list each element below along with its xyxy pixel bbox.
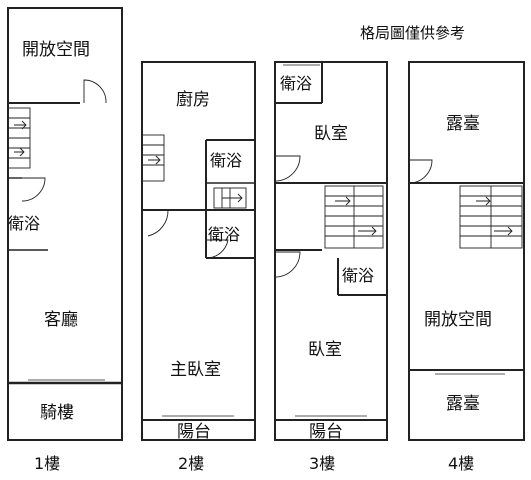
floor-2-plan (141, 61, 256, 441)
floor-2-outline (141, 61, 256, 441)
room-arcade-1f: 騎樓 (40, 403, 74, 423)
floor-2-stairs (141, 134, 247, 209)
room-bedroom-a-3f: 臥室 (314, 124, 348, 144)
room-bath-b-3f: 衛浴 (342, 266, 375, 285)
room-balcony-3f: 陽台 (309, 422, 343, 442)
room-terrace-b-4f: 露臺 (446, 394, 480, 414)
room-bath-a-2f: 衛浴 (210, 151, 243, 170)
floor-4-door-swing (408, 159, 433, 184)
room-bath-b-2f: 衛浴 (208, 225, 241, 244)
floor-3-door-swing-b (274, 251, 301, 278)
floor-label-4f: 4樓 (448, 454, 475, 473)
room-living-1f: 客廳 (44, 310, 78, 330)
floor-1-plan (7, 7, 123, 441)
room-terrace-a-4f: 露臺 (446, 114, 480, 134)
floor-1-door-swing-b (21, 177, 46, 202)
floor-label-1f: 1樓 (34, 454, 61, 473)
room-open-space-4f: 開放空間 (424, 310, 492, 330)
floor-4-stairs (459, 185, 523, 249)
room-balcony-2f: 陽台 (177, 422, 211, 442)
room-bath-1f: 衛浴 (8, 214, 41, 233)
floor-3-door-swing-a (274, 155, 301, 182)
room-kitchen-2f: 廚房 (176, 90, 210, 110)
floor-1-stairs (7, 107, 31, 169)
room-bedroom-b-3f: 臥室 (308, 340, 342, 360)
floor-4-plan (408, 61, 525, 441)
floor-2-door-swing-b (205, 239, 229, 259)
floor-3-plan (274, 61, 388, 441)
room-open-space-1f: 開放空間 (22, 40, 90, 60)
room-master-bedroom-2f: 主臥室 (170, 360, 221, 380)
floor-3-stairs (324, 185, 384, 249)
reference-note: 格局圖僅供參考 (360, 24, 466, 42)
floor-1-door-swing-a (83, 79, 107, 104)
room-bath-a-3f: 衛浴 (280, 74, 313, 93)
floor-label-2f: 2樓 (178, 454, 205, 473)
floor-4-outline (408, 61, 525, 441)
floor-2-door-swing-a (142, 209, 169, 237)
floor-1-outline (7, 7, 123, 441)
floor-label-3f: 3樓 (309, 454, 336, 473)
